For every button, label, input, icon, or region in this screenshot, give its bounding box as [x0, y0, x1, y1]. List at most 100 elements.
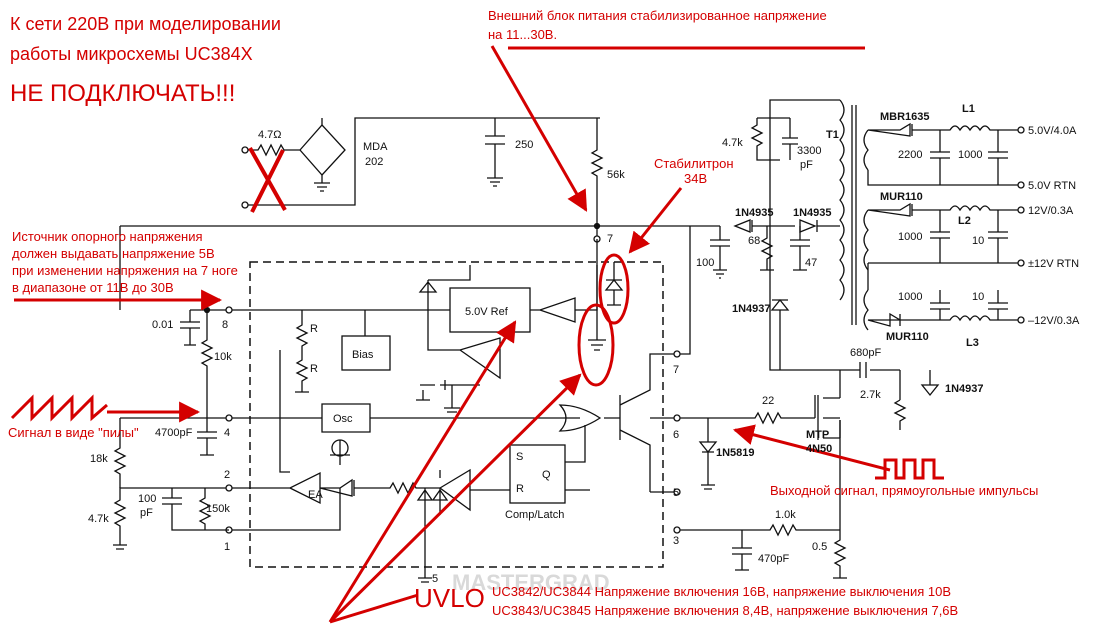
label-d7: 1N4937 [945, 383, 984, 395]
label-c100p: 100 [138, 493, 156, 505]
component-labels: 4.7Ω MDA 202 250 56k 7 4.7k 3300 pF T1 M… [88, 103, 1080, 595]
label-c2200: 2200 [898, 149, 922, 161]
mains-note-1: К сети 220В при моделировании [10, 14, 281, 34]
label-out1-rtn: 5.0V RTN [1028, 180, 1076, 192]
label-r10k: 10k [214, 351, 232, 363]
saw-note: Сигнал в виде "пилы" [8, 425, 139, 440]
label-bridge: MDA [363, 141, 388, 153]
label-xfmr: T1 [826, 129, 839, 141]
zener-note-1: Стабилитрон [654, 156, 734, 171]
label-c47: 47 [805, 257, 817, 269]
label-c1000c: 1000 [898, 291, 922, 303]
label-pin5: 5 [673, 487, 679, 499]
label-bias: Bias [352, 349, 374, 361]
uvlo-note-2: UC3843/UC3845 Напряжение включения 8,4В,… [492, 603, 959, 618]
vref-note-2: должен выдавать напряжение 5В [12, 246, 215, 261]
label-r-a: R [310, 323, 318, 335]
label-r2k7: 2.7k [860, 389, 881, 401]
ext-supply-1: Внешний блок питания стабилизированное н… [488, 8, 827, 23]
vref-note-1: Источник опорного напряжения [12, 229, 203, 244]
label-r: R [516, 483, 524, 495]
vref-note-3: при изменении напряжения на 7 ноге [12, 263, 238, 278]
label-osc: Osc [333, 413, 353, 425]
label-r68: 68 [748, 235, 760, 247]
label-c-snub-unit: pF [800, 159, 813, 171]
output-signal-note: Выходной сигнал, прямоугольные импульсы [770, 483, 1039, 498]
label-pin4: 4 [224, 427, 230, 439]
label-r05: 0.5 [812, 541, 827, 553]
mains-note-2: работы микросхемы UC384X [10, 44, 253, 64]
label-r-b: R [310, 363, 318, 375]
label-mosfet: MTP [806, 429, 829, 441]
label-r-start: 56k [607, 169, 625, 181]
zener-diode [604, 262, 624, 306]
label-pin8: 8 [222, 319, 228, 331]
label-out1: 5.0V/4.0A [1028, 125, 1077, 137]
label-d1: MBR1635 [880, 111, 930, 123]
vref-note-4: в диапазоне от 11В до 30В [12, 280, 174, 295]
ic-internals [232, 239, 674, 583]
highlight-ellipses [577, 253, 630, 387]
label-c-snub: 3300 [797, 145, 821, 157]
label-d2: 1N4935 [735, 207, 774, 219]
label-out2: 12V/0.3A [1028, 205, 1074, 217]
label-r18k: 18k [90, 453, 108, 465]
label-l3: L3 [966, 337, 979, 349]
label-l1: L1 [962, 103, 975, 115]
label-c4700: 4700pF [155, 427, 193, 439]
outputs [867, 122, 1025, 327]
zener-note-2: 34В [684, 171, 708, 186]
transformer [839, 99, 869, 331]
label-c680: 680pF [850, 347, 881, 359]
mains-input [241, 117, 600, 209]
uvlo-note-1: UC3842/UC3844 Напряжение включения 16В, … [492, 584, 951, 599]
bridge-cross [248, 147, 287, 213]
label-d8: 1N5819 [716, 447, 755, 459]
label-out3: –12V/0.3A [1028, 315, 1080, 327]
label-pin7: 7 [673, 364, 679, 376]
sawtooth-icon [10, 394, 108, 422]
label-pin7-top: 7 [607, 233, 613, 245]
uvlo-label: UVLO [414, 583, 485, 613]
label-d3: 1N4935 [793, 207, 832, 219]
label-pin2: 2 [224, 469, 230, 481]
label-d5: 1N4937 [732, 303, 771, 315]
label-mosfet-2: 4N50 [806, 443, 832, 455]
label-l2: L2 [958, 215, 971, 227]
label-c10b: 10 [972, 291, 984, 303]
label-bridge-2: 202 [365, 156, 383, 168]
label-c100: 100 [696, 257, 714, 269]
label-pin6: 6 [673, 429, 679, 441]
label-r4k7b: 4.7k [88, 513, 109, 525]
label-r22: 22 [762, 395, 774, 407]
wiring [113, 99, 940, 579]
arrows [14, 45, 891, 624]
pulse-icon [875, 458, 944, 480]
label-ref: 5.0V Ref [465, 306, 509, 318]
label-d4: MUR110 [880, 191, 923, 203]
label-out2-rtn: ±12V RTN [1028, 258, 1079, 270]
label-s: S [516, 451, 523, 463]
label-ea: EA [308, 489, 323, 501]
label-c470: 470pF [758, 553, 789, 565]
label-d6: MUR110 [886, 331, 929, 343]
label-c1000b: 1000 [898, 231, 922, 243]
label-r150k: 150k [206, 503, 230, 515]
mains-warning: НЕ ПОДКЛЮЧАТЬ!!! [10, 80, 236, 107]
label-r-in: 4.7Ω [258, 129, 282, 141]
label-c10a: 10 [972, 235, 984, 247]
ext-supply-2: на 11...30В. [488, 27, 558, 42]
label-r-snub: 4.7k [722, 137, 743, 149]
label-pin3: 3 [673, 535, 679, 547]
label-pin5-bottom: 5 [432, 573, 438, 585]
label-latch: Comp/Latch [505, 509, 564, 521]
label-c1000a: 1000 [958, 149, 982, 161]
watermark: MASTERGRAD [452, 570, 610, 595]
ic-boundary [249, 261, 664, 568]
label-pin1: 1 [224, 541, 230, 553]
label-c-bulk: 250 [515, 139, 533, 151]
label-c100p-unit: pF [140, 507, 153, 519]
label-q: Q [542, 469, 551, 481]
label-c001: 0.01 [152, 319, 173, 331]
